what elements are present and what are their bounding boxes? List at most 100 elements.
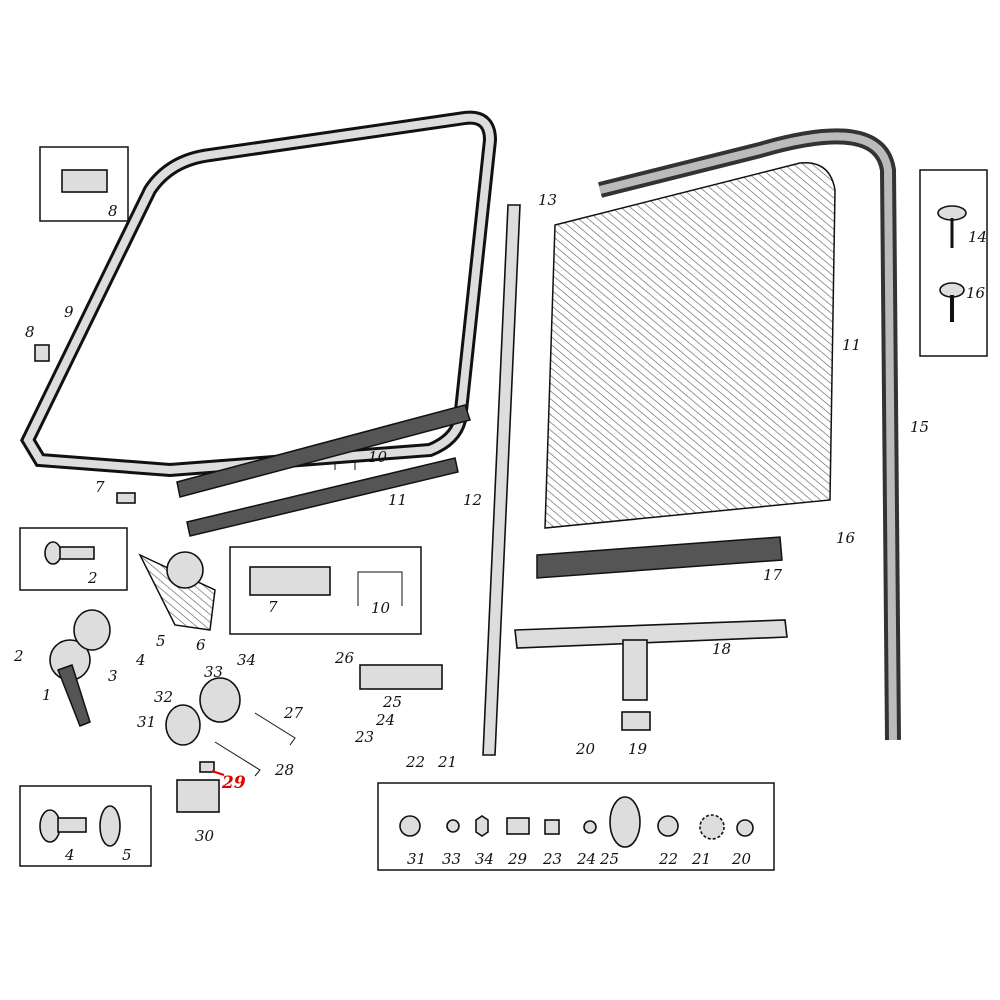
label-10: 10 — [368, 448, 388, 466]
label-3: 3 — [108, 667, 118, 685]
regulator-gear — [166, 551, 204, 589]
label-22: 22 — [658, 850, 678, 868]
label-27: 27 — [283, 704, 304, 722]
label-2: 2 — [13, 647, 24, 665]
lock-washer-21-icon — [699, 814, 725, 840]
label-28: 28 — [274, 761, 294, 779]
screw-31-icon — [399, 815, 421, 837]
label-17: 17 — [763, 566, 783, 584]
label-4: 4 — [64, 846, 75, 864]
label-15: 15 — [910, 418, 929, 436]
inset-box-screws — [919, 169, 988, 357]
label-25: 25 — [599, 850, 619, 868]
inset-box-clip — [39, 146, 129, 222]
channel-strip-lower — [186, 457, 459, 537]
clip-7-icon — [249, 566, 331, 596]
inset-box-clip-staple — [229, 546, 422, 635]
washer-24-icon — [583, 820, 597, 834]
label-34: 34 — [475, 850, 494, 868]
channel-strip-upper — [176, 404, 471, 498]
label-11: 11 — [842, 336, 861, 354]
label-1: 1 — [42, 686, 52, 704]
handle-rosette — [73, 609, 111, 651]
label-32: 32 — [154, 688, 173, 706]
label-29: 29 — [507, 850, 528, 868]
label-21: 21 — [437, 753, 457, 771]
label-5: 5 — [122, 846, 132, 864]
pulley-32 — [165, 704, 201, 746]
screw-23-icon — [544, 819, 560, 835]
inset-box-fasteners — [377, 782, 775, 871]
door-glass — [544, 162, 836, 529]
label-5: 5 — [156, 632, 166, 650]
label-9: 9 — [64, 303, 74, 321]
label-23: 23 — [542, 850, 562, 868]
bolt-2-shank — [59, 546, 95, 560]
tension-rod-28 — [214, 741, 261, 777]
staple-10-icon — [357, 571, 403, 606]
label-20: 20 — [731, 850, 752, 868]
label-29-highlighted: 29 — [221, 773, 246, 793]
label-31: 31 — [407, 850, 426, 868]
washer-25-icon — [609, 796, 641, 848]
label-18: 18 — [712, 640, 731, 658]
inset-box-bolt-washer — [19, 785, 152, 867]
clip-8-icon — [61, 169, 108, 193]
label-7: 7 — [95, 478, 105, 496]
label-4: 4 — [135, 651, 146, 669]
label-11: 11 — [388, 491, 407, 509]
label-6: 6 — [196, 636, 206, 654]
label-16: 16 — [966, 284, 986, 302]
label-20: 20 — [575, 740, 596, 758]
label-24: 24 — [576, 850, 596, 868]
label-16: 16 — [836, 529, 856, 547]
screw-14-icon — [937, 205, 967, 221]
screw-16-icon — [939, 282, 965, 298]
label-30: 30 — [195, 827, 215, 845]
staple-10-small — [334, 461, 356, 470]
label-8: 8 — [108, 202, 118, 220]
label-2: 2 — [87, 569, 98, 587]
glass-lift-channel — [514, 619, 788, 649]
label-12: 12 — [463, 491, 482, 509]
spring-29 — [199, 761, 215, 773]
clip-8-small — [34, 344, 50, 362]
spring-29-icon — [506, 817, 530, 835]
bolt-2-icon — [44, 541, 62, 565]
bracket-plate — [621, 711, 651, 731]
lift-channel-bracket — [622, 639, 648, 701]
crank-handle — [57, 664, 91, 727]
glass-seal-strip — [536, 536, 783, 579]
glass-run-channel-rear-inner — [599, 132, 897, 741]
clip-7-small — [116, 492, 136, 504]
label-22: 22 — [405, 753, 425, 771]
label-19: 19 — [628, 740, 648, 758]
label-29-leader — [211, 770, 225, 776]
label-24: 24 — [375, 711, 395, 729]
nut-34-icon — [475, 815, 489, 837]
label-10: 10 — [371, 599, 391, 617]
screw-22-icon — [657, 815, 679, 837]
label-7: 7 — [268, 598, 278, 616]
glass-run-channel-front — [482, 204, 521, 756]
bolt-4-icon — [39, 809, 61, 843]
label-8: 8 — [25, 323, 35, 341]
label-31: 31 — [137, 713, 156, 731]
label-33: 33 — [204, 663, 223, 681]
window-frame-seal-inner — [23, 113, 495, 475]
label-23: 23 — [354, 728, 374, 746]
washer-33-icon — [446, 819, 460, 833]
label-33: 33 — [442, 850, 461, 868]
label-34: 34 — [237, 651, 256, 669]
label-13: 13 — [538, 191, 557, 209]
inset-box-bolt — [19, 527, 128, 591]
washer-5-icon — [99, 805, 121, 847]
label-14: 14 — [968, 228, 987, 246]
tensioner-hook — [254, 712, 296, 746]
tensioner-pulley-27 — [199, 677, 241, 723]
label-26: 26 — [334, 649, 355, 667]
label-25: 25 — [382, 693, 402, 711]
plate-26 — [359, 664, 443, 690]
